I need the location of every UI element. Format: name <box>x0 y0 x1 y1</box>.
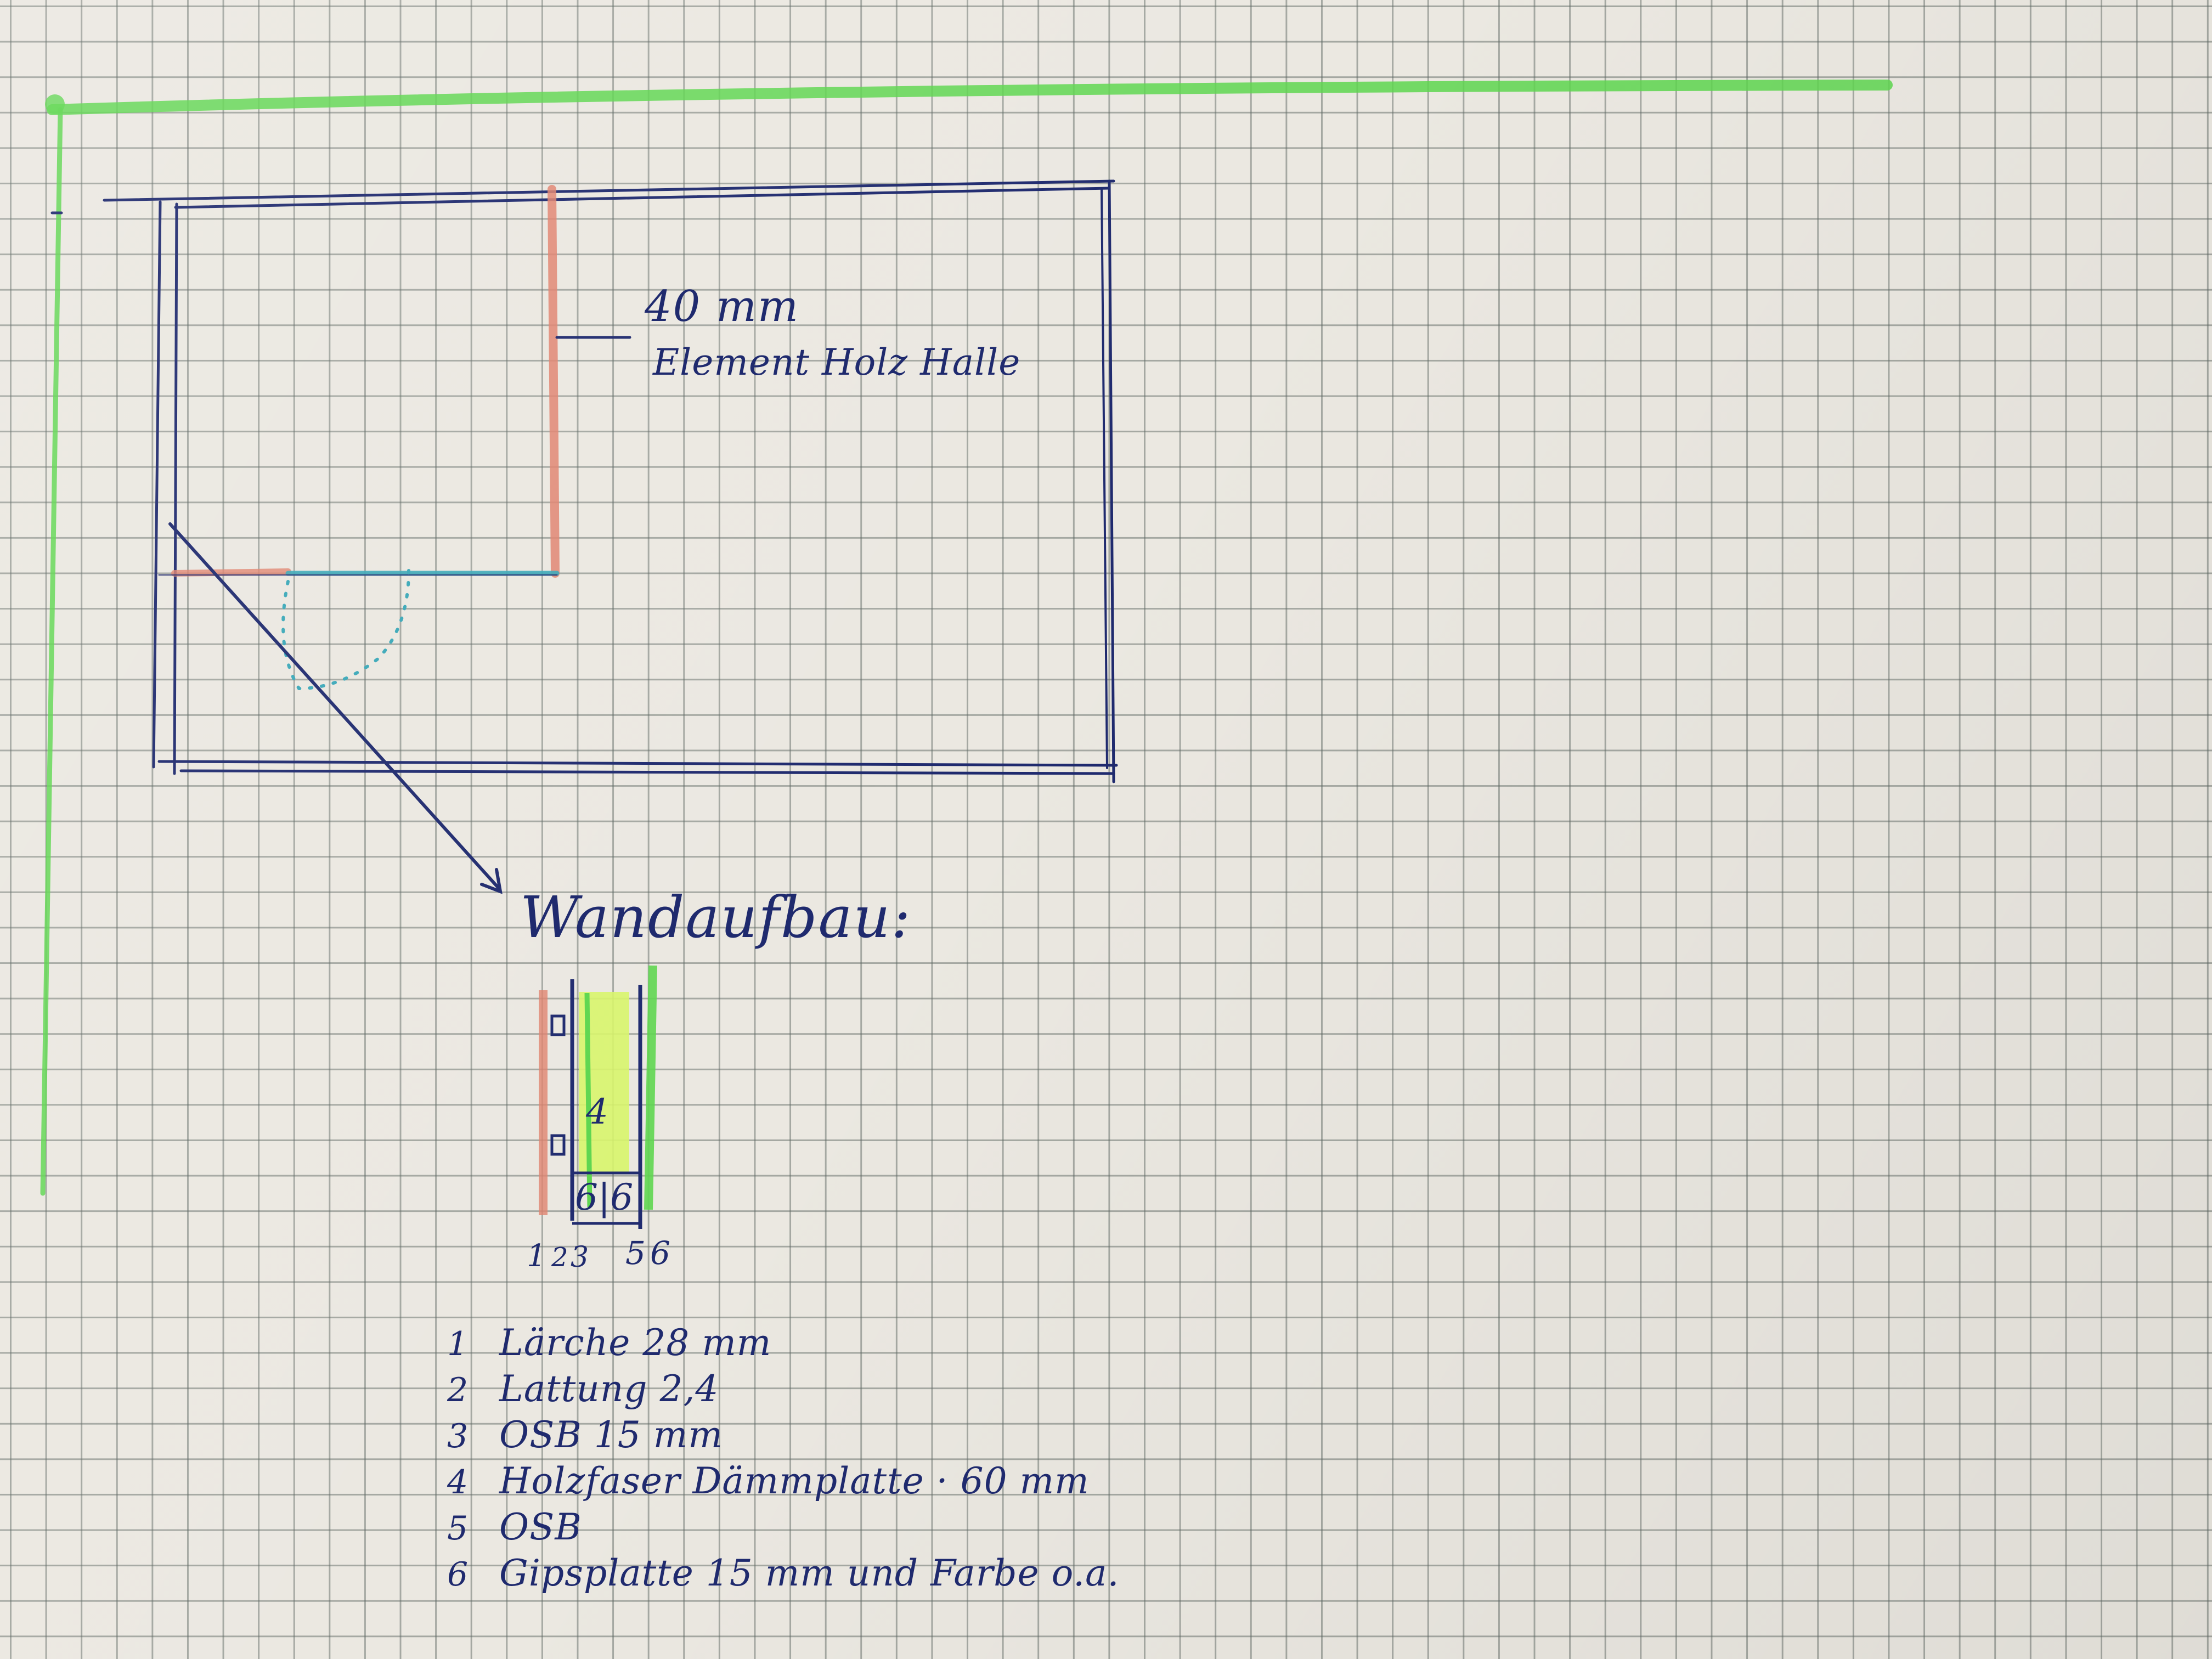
legend-item: 1 Lärche 28 mm <box>447 1325 1215 1371</box>
layer-number: 1 <box>527 1238 546 1274</box>
layer-number: 6 <box>650 1234 670 1272</box>
legend-text: Gipsplatte 15 mm und Farbe o.a. <box>499 1552 1120 1594</box>
building-outline <box>50 179 1118 783</box>
green-boundary <box>40 80 1893 1196</box>
section-bottom-label: 6|6 <box>575 1176 634 1218</box>
legend-number: 4 <box>447 1463 469 1502</box>
section-heading: Wandaufbau: <box>520 884 912 951</box>
legend-item: 3 OSB 15 mm <box>447 1417 1215 1463</box>
dimension-label: 40 mm <box>645 282 799 331</box>
legend-text: OSB 15 mm <box>499 1414 723 1456</box>
interior-wall <box>158 185 631 578</box>
legend-item: 6 Gipsplatte 15 mm und Farbe o.a. <box>447 1555 1215 1601</box>
layer-legend: 1 Lärche 28 mm 2 Lattung 2,4 3 OSB 15 mm… <box>447 1325 1215 1601</box>
legend-number: 1 <box>447 1325 469 1363</box>
layer-number: 2 <box>551 1242 568 1273</box>
element-label: Element Holz Halle <box>653 341 1021 383</box>
legend-item: 2 Lattung 2,4 <box>447 1371 1215 1417</box>
layer-number: 5 <box>625 1234 646 1272</box>
door-swing <box>281 569 410 690</box>
legend-number: 6 <box>447 1555 469 1594</box>
legend-text: Lärche 28 mm <box>499 1322 772 1364</box>
legend-text: Holzfaser Dämmplatte · 60 mm <box>499 1460 1090 1502</box>
legend-item: 4 Holzfaser Dämmplatte · 60 mm <box>447 1463 1215 1509</box>
legend-text: OSB <box>499 1506 582 1548</box>
section-leader-arrow <box>168 522 503 894</box>
legend-number: 3 <box>447 1417 469 1455</box>
legend-item: 5 OSB <box>447 1509 1215 1555</box>
legend-text: Lattung 2,4 <box>499 1368 719 1410</box>
legend-number: 2 <box>447 1371 469 1409</box>
layer-number: 3 <box>571 1241 589 1274</box>
legend-number: 5 <box>447 1509 469 1548</box>
wall-section-detail <box>539 965 657 1229</box>
cavity-label: 4 <box>586 1092 608 1132</box>
